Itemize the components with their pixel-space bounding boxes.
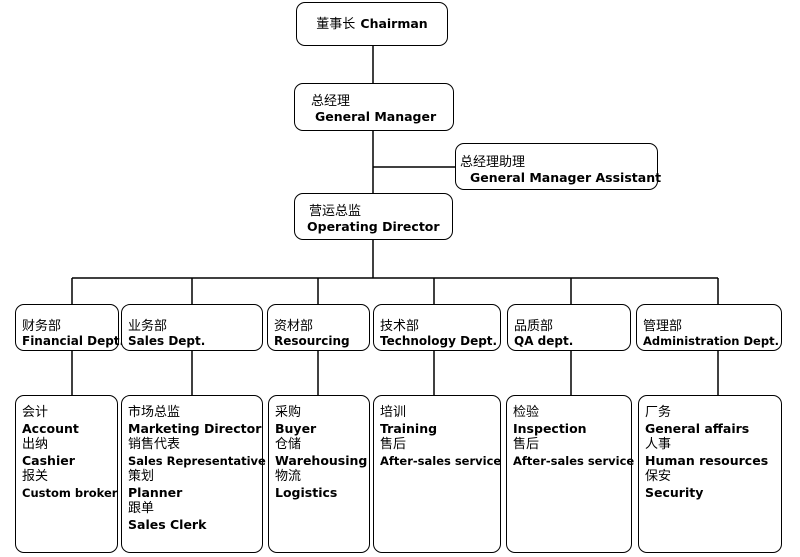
dept-label-en: Financial Dept. <box>22 334 125 348</box>
dept-label-en: Sales Dept. <box>128 334 206 348</box>
dept-label-en: Administration Dept. <box>643 334 779 348</box>
dept-box-technology: 技术部 Technology Dept. <box>373 304 501 351</box>
general-manager-label-zh: 总经理 <box>311 94 351 109</box>
role-label-zh: 售后 <box>380 437 407 452</box>
dept-label-zh: 管理部 <box>643 319 683 334</box>
role-label-en: General affairs <box>645 421 750 436</box>
role-label-zh: 检验 <box>513 405 540 420</box>
role-label-en: Marketing Director <box>128 421 262 436</box>
general-manager-label-en: General Manager <box>315 109 437 124</box>
dept-box-sales: 业务部 Sales Dept. <box>121 304 263 351</box>
role-label-en: Logistics <box>275 485 338 500</box>
dept-box-resourcing: 资材部 Resourcing <box>267 304 370 351</box>
role-label-en: After-sales service <box>380 454 502 468</box>
role-label-en: After-sales service <box>513 454 635 468</box>
role-label-en: Inspection <box>513 421 587 436</box>
roles-box-financial: 会计 Account 出纳 Cashier 报关 Custom broker <box>15 395 118 553</box>
role-label-zh: 厂务 <box>645 405 672 420</box>
role-label-zh: 销售代表 <box>128 437 181 452</box>
role-label-zh: 售后 <box>513 437 540 452</box>
role-label-zh: 市场总监 <box>128 405 181 420</box>
operating-director-label-en: Operating Director <box>307 219 440 234</box>
role-label-zh: 策划 <box>128 469 155 484</box>
dept-box-administration: 管理部 Administration Dept. <box>636 304 782 351</box>
dept-label-zh: 品质部 <box>514 319 554 334</box>
gm-assistant-label-en: General Manager Assistant <box>470 170 662 185</box>
roles-box-technology: 培训 Training 售后 After-sales service <box>373 395 501 553</box>
role-label-en: Human resources <box>645 453 769 468</box>
operating-director-label-zh: 营运总监 <box>309 204 362 219</box>
roles-box-qa: 检验 Inspection 售后 After-sales service <box>506 395 635 553</box>
dept-box-financial: 财务部 Financial Dept. <box>15 304 125 351</box>
dept-label-en: Technology Dept. <box>380 334 498 348</box>
chairman-label-zh: 董事长 <box>316 17 356 32</box>
role-label-zh: 采购 <box>275 405 302 420</box>
dept-label-zh: 技术部 <box>380 319 420 334</box>
dept-label-zh: 财务部 <box>22 319 62 334</box>
gm-assistant-label-zh: 总经理助理 <box>460 155 526 170</box>
role-label-zh: 仓储 <box>275 437 302 452</box>
role-label-en: Planner <box>128 485 183 500</box>
operating-director-box: 营运总监 Operating Director <box>294 193 453 240</box>
role-label-en: Cashier <box>22 453 75 468</box>
role-label-en: Buyer <box>275 421 317 436</box>
dept-label-zh: 业务部 <box>128 319 168 334</box>
gm-assistant-box: 总经理助理 General Manager Assistant <box>455 143 662 190</box>
role-label-en: Security <box>645 485 704 500</box>
role-label-en: Account <box>22 421 79 436</box>
role-label-en: Training <box>380 421 438 436</box>
role-label-zh: 物流 <box>275 469 302 484</box>
role-label-zh: 人事 <box>645 437 672 452</box>
role-label-en: Sales Clerk <box>128 517 207 532</box>
role-label-zh: 培训 <box>380 405 407 420</box>
dept-label-en: QA dept. <box>514 334 574 348</box>
role-label-en: Warehousing <box>275 453 368 468</box>
role-label-zh: 会计 <box>22 405 49 420</box>
role-label-zh: 保安 <box>645 469 672 484</box>
role-label-en: Custom broker <box>22 486 118 500</box>
dept-label-en: Resourcing <box>274 334 350 348</box>
role-label-zh: 出纳 <box>22 437 49 452</box>
general-manager-box: 总经理 General Manager <box>294 83 454 131</box>
roles-box-resourcing: 采购 Buyer 仓储 Warehousing 物流 Logistics <box>268 395 370 553</box>
role-label-zh: 跟单 <box>128 501 155 516</box>
chairman-box: 董事长 Chairman <box>296 2 448 46</box>
roles-box-sales: 市场总监 Marketing Director 销售代表 Sales Repre… <box>121 395 266 553</box>
role-label-en: Sales Representative <box>128 454 266 468</box>
dept-box-qa: 品质部 QA dept. <box>507 304 631 351</box>
dept-label-zh: 资材部 <box>274 319 314 334</box>
role-label-zh: 报关 <box>22 469 49 484</box>
roles-box-administration: 厂务 General affairs 人事 Human resources 保安… <box>638 395 782 553</box>
chairman-label-en: Chairman <box>360 16 428 31</box>
